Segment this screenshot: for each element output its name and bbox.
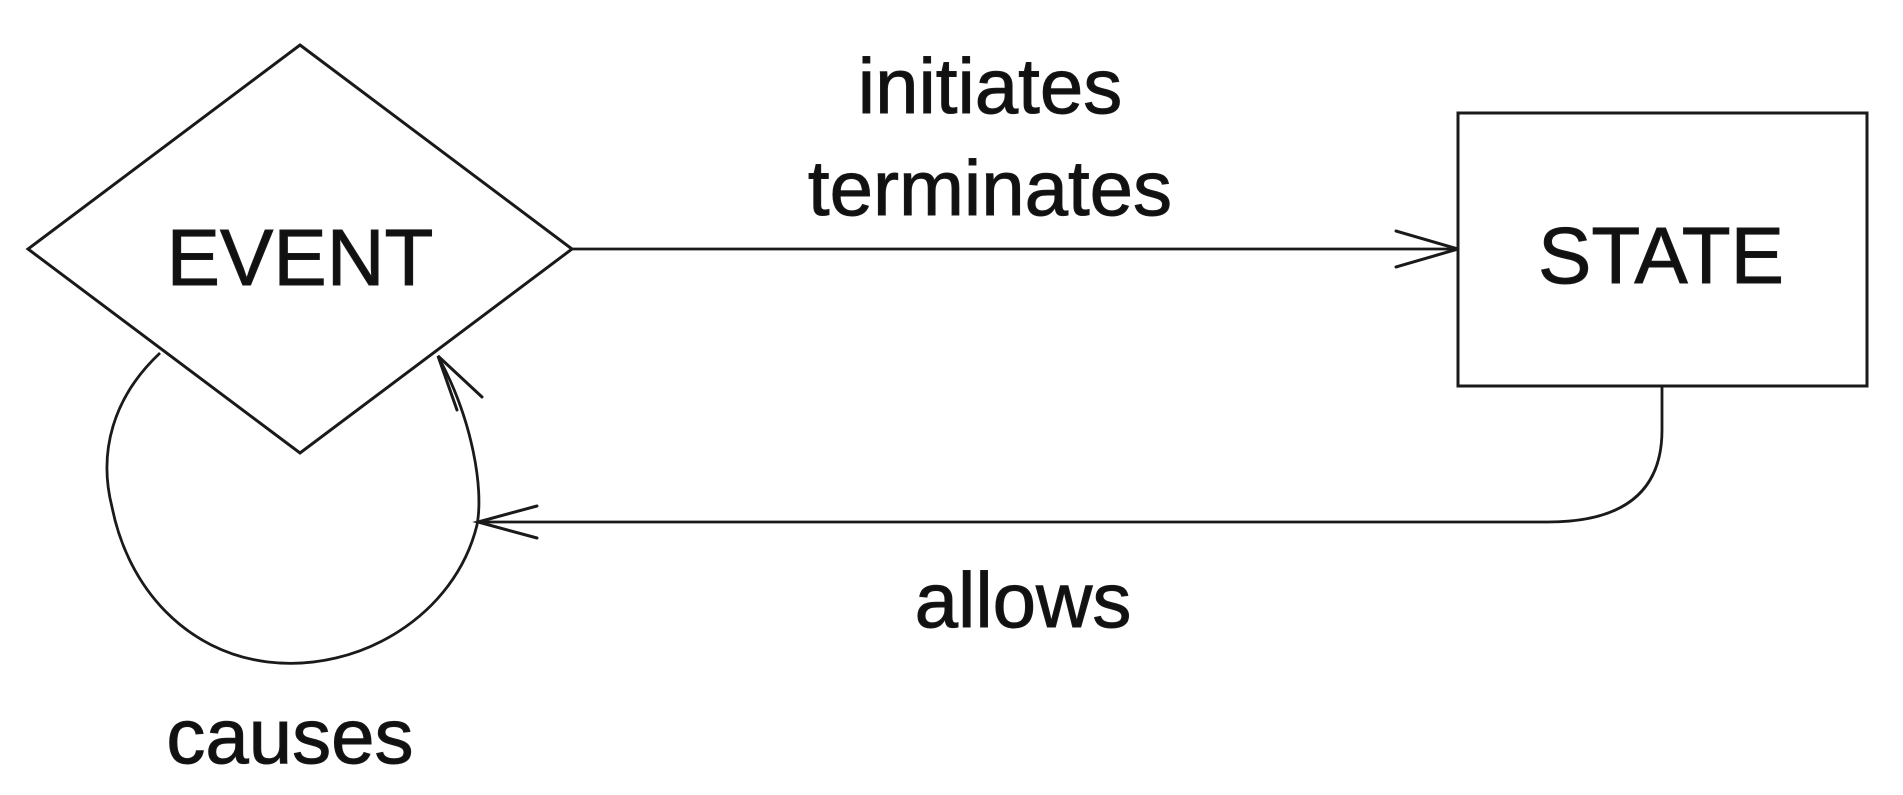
- event-diamond-shape: [25, 43, 575, 455]
- allows-edge: [481, 386, 1664, 524]
- event-node-label: EVENT: [167, 213, 434, 302]
- state-node: STATE: [1456, 111, 1869, 388]
- terminates-edge-label: terminates: [808, 144, 1172, 232]
- allows-edge-label: allows: [915, 556, 1132, 644]
- initiates-edge-label: initiates: [858, 42, 1122, 130]
- allows-arrowhead-icon: [472, 504, 539, 540]
- event-node: EVENT: [25, 43, 575, 455]
- state-rect-shape: [1456, 111, 1869, 388]
- causes-loop-edge: [105, 351, 481, 665]
- state-node-label: STATE: [1538, 211, 1784, 300]
- causes-edge-label: causes: [166, 692, 413, 780]
- causes-arrowhead-icon: [436, 354, 484, 412]
- diagram-root-group: EVENT STATE initiates terminates allows …: [25, 42, 1869, 781]
